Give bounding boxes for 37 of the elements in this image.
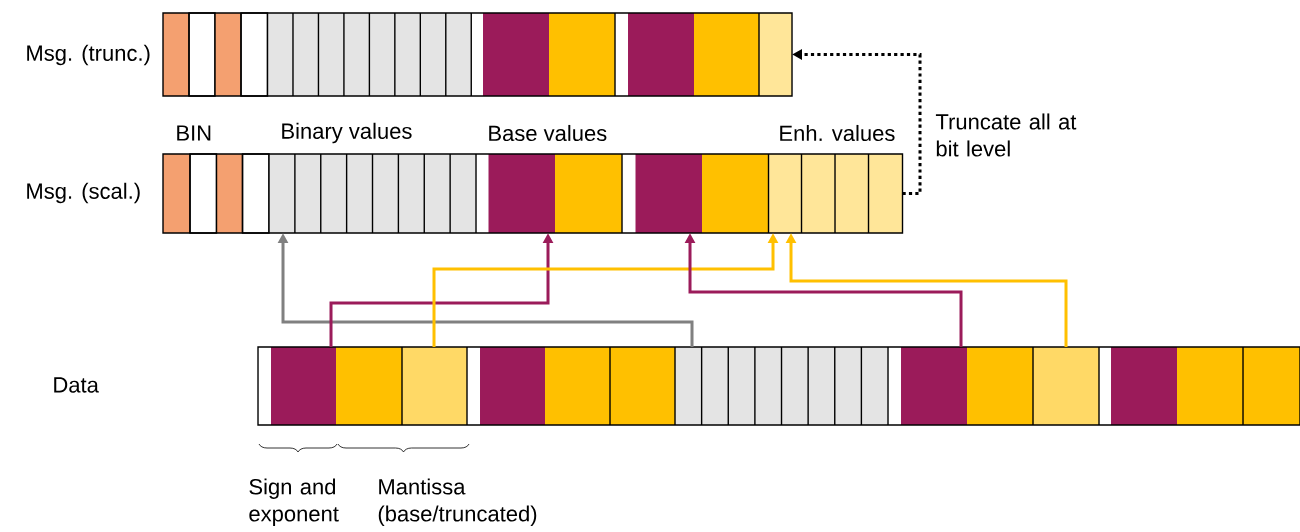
bit-cell: [635, 154, 702, 233]
bit-cell: [675, 347, 702, 425]
section-label: Binary values: [282, 122, 412, 144]
bit-cell: [336, 347, 402, 425]
section-label: BIN: [177, 125, 211, 141]
bit-cell: [901, 347, 967, 425]
bit-cell: [1177, 347, 1243, 425]
bit-cell: [967, 347, 1033, 425]
bit-cell: [754, 347, 782, 425]
row-label: Msg. (trunc.): [27, 44, 150, 66]
bit-cell: [628, 13, 694, 96]
brace-label: Mantissa (base/truncated): [378, 478, 537, 526]
bit-cell: [808, 347, 835, 425]
bit-cell: [694, 13, 759, 96]
bit-cell: [402, 347, 467, 425]
bit-cell: [545, 347, 610, 425]
bit-cell: [701, 347, 729, 425]
bit-bar: [257, 346, 1300, 426]
bit-cell: [480, 347, 545, 425]
section-label: Base values: [489, 124, 607, 142]
bit-cell: [728, 347, 755, 425]
bit-cell: [1243, 347, 1300, 425]
bit-cell: [549, 13, 615, 96]
brace-label: Sign and exponent: [249, 478, 339, 526]
row-label: Msg. (scal.): [27, 182, 140, 204]
section-label: Data: [54, 377, 99, 393]
edge-label: Truncate all at bit level: [935, 113, 1077, 157]
bit-cell: [834, 347, 862, 425]
section-label: Enh. values: [780, 124, 895, 142]
bit-cell: [483, 13, 549, 96]
bit-cell: [271, 347, 336, 425]
bit-cell: [555, 154, 622, 233]
bit-cell: [1111, 347, 1177, 425]
bit-cell: [702, 154, 769, 233]
bit-cell: [610, 347, 675, 425]
bit-cell: [1033, 347, 1099, 425]
bit-cell: [488, 154, 555, 233]
